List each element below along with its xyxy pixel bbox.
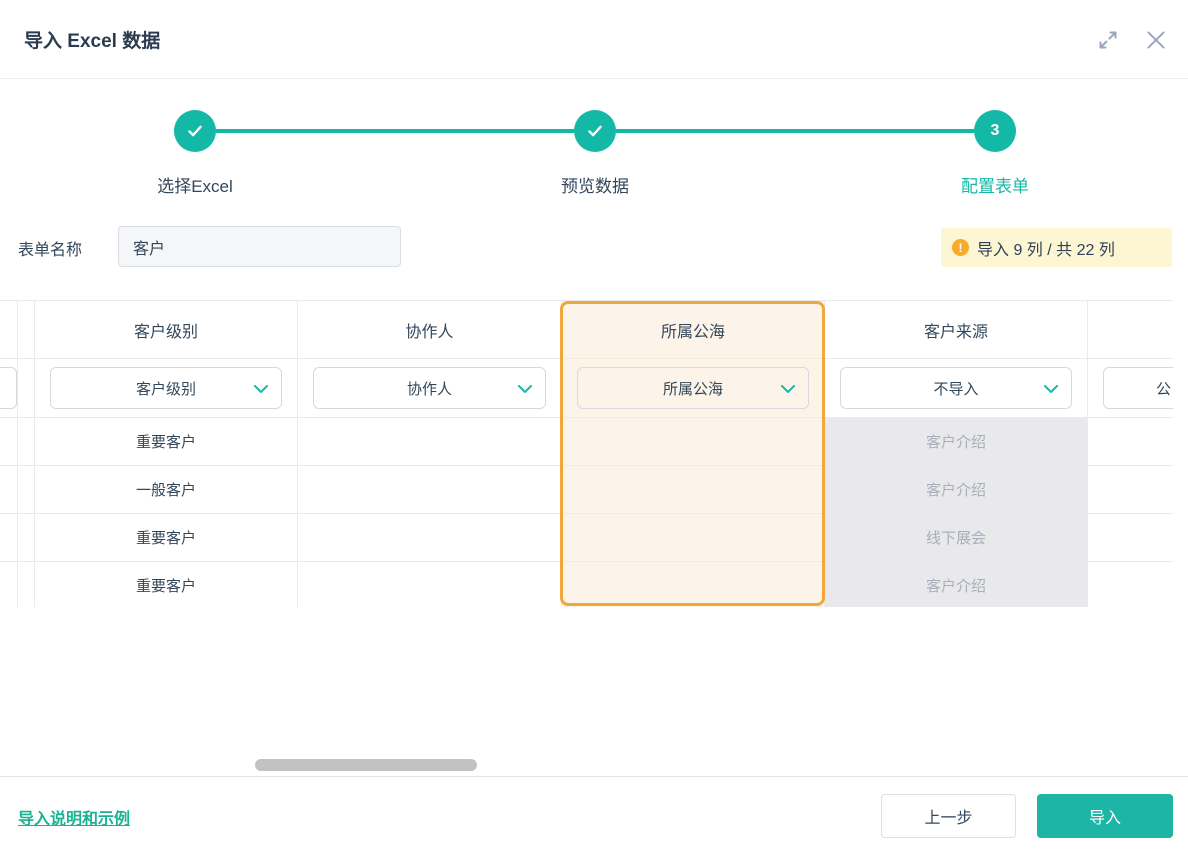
step-3-circle-active[interactable]: 3 — [974, 110, 1016, 152]
table-cell — [562, 418, 824, 466]
table-cell — [562, 514, 824, 562]
column-header — [0, 301, 17, 359]
column-next-partial: 公 — [1088, 301, 1173, 607]
step-1-circle-done[interactable] — [174, 110, 216, 152]
field-select-customer-level[interactable]: 客户级别 — [50, 367, 282, 409]
table-cell-excluded: 客户介绍 — [825, 418, 1087, 466]
step-3-label: 配置表单 — [885, 172, 1105, 197]
field-select-cell: 协作人 — [298, 359, 561, 418]
column-header: 客户级别 — [35, 301, 297, 359]
column-collaborator: 协作人 协作人 — [298, 301, 562, 607]
table-cell — [1088, 514, 1173, 562]
previous-step-button[interactable]: 上一步 — [881, 794, 1016, 838]
table-cell — [562, 466, 824, 514]
table-cell — [1088, 562, 1173, 607]
mapping-table: 客户级别 客户级别 重要客户 一般客户 重要客户 重要客户 协作人 协作人 — [0, 300, 1173, 607]
column-header: 客户来源 — [825, 301, 1087, 359]
table-cell — [298, 514, 561, 562]
selected-value: 协作人 — [407, 378, 452, 399]
chevron-down-icon — [254, 385, 268, 394]
table-cell — [18, 562, 34, 607]
field-select-cell — [18, 359, 34, 418]
table-cell: 一般客户 — [35, 466, 297, 514]
close-icon[interactable] — [1142, 26, 1170, 54]
import-count-badge: ! 导入 9 列 / 共 22 列 — [941, 228, 1172, 267]
mapping-table-region: 客户级别 客户级别 重要客户 一般客户 重要客户 重要客户 协作人 协作人 — [0, 300, 1188, 777]
table-cell-excluded: 线下展会 — [825, 514, 1087, 562]
chevron-down-icon — [781, 385, 795, 394]
table-cell — [298, 562, 561, 607]
column-header — [18, 301, 34, 359]
field-select-customer-source[interactable]: 不导入 — [840, 367, 1072, 409]
field-select-cell: 不导入 — [825, 359, 1087, 418]
form-name-label: 表单名称 — [18, 236, 82, 260]
table-cell — [1088, 418, 1173, 466]
column-prev-partial — [0, 301, 18, 607]
field-select-cell: 所属公海 — [562, 359, 824, 418]
table-cell-excluded: 客户介绍 — [825, 466, 1087, 514]
import-button[interactable]: 导入 — [1037, 794, 1173, 838]
header-divider — [0, 78, 1188, 79]
table-cell — [0, 514, 17, 562]
table-cell — [0, 466, 17, 514]
table-cell — [18, 514, 34, 562]
chevron-down-icon — [518, 385, 532, 394]
table-cell — [18, 466, 34, 514]
table-cell: 重要客户 — [35, 562, 297, 607]
expand-icon[interactable] — [1094, 26, 1122, 54]
horizontal-scrollbar-thumb[interactable] — [255, 759, 477, 771]
column-spacer — [18, 301, 35, 607]
step-2-label: 预览数据 — [485, 172, 705, 197]
selected-value: 不导入 — [933, 378, 978, 399]
table-cell: 重要客户 — [35, 418, 297, 466]
column-customer-level: 客户级别 客户级别 重要客户 一般客户 重要客户 重要客户 — [35, 301, 298, 607]
field-select-cell — [0, 359, 17, 418]
import-count-text: 导入 9 列 / 共 22 列 — [977, 236, 1115, 260]
table-cell — [0, 562, 17, 607]
field-select-public-sea[interactable]: 所属公海 — [577, 367, 809, 409]
field-select-collaborator[interactable]: 协作人 — [313, 367, 546, 409]
table-cell — [298, 466, 561, 514]
selected-value-partial: 公 — [1156, 378, 1171, 399]
field-select-cell: 公 — [1088, 359, 1173, 418]
column-header: 所属公海 — [562, 301, 824, 359]
field-select-clipped[interactable]: 公 — [1103, 367, 1173, 409]
table-cell: 重要客户 — [35, 514, 297, 562]
stepper-connector-1 — [216, 129, 574, 133]
column-header: 协作人 — [298, 301, 561, 359]
selected-value: 所属公海 — [663, 378, 723, 399]
field-select-cell: 客户级别 — [35, 359, 297, 418]
check-icon — [584, 120, 606, 142]
table-cell — [298, 418, 561, 466]
table-cell — [1088, 466, 1173, 514]
column-public-sea-highlighted: 所属公海 所属公海 — [562, 301, 825, 607]
selected-value: 客户级别 — [136, 378, 196, 399]
column-customer-source-excluded: 客户来源 不导入 客户介绍 客户介绍 线下展会 客户介绍 — [825, 301, 1088, 607]
chevron-down-icon — [1044, 385, 1058, 394]
step-1-label: 选择Excel — [85, 172, 305, 197]
check-icon — [184, 120, 206, 142]
form-name-input[interactable] — [118, 226, 401, 267]
step-2-circle-done[interactable] — [574, 110, 616, 152]
stepper-connector-2 — [616, 129, 974, 133]
table-cell-excluded: 客户介绍 — [825, 562, 1087, 607]
import-help-link[interactable]: 导入说明和示例 — [18, 805, 130, 829]
column-header — [1088, 301, 1173, 359]
step-number: 3 — [991, 122, 1000, 140]
table-cell — [562, 562, 824, 607]
warning-circle-icon: ! — [952, 239, 969, 256]
dialog-title: 导入 Excel 数据 — [24, 26, 160, 53]
field-select-clipped[interactable] — [0, 367, 17, 409]
table-cell — [0, 418, 17, 466]
table-cell — [18, 418, 34, 466]
